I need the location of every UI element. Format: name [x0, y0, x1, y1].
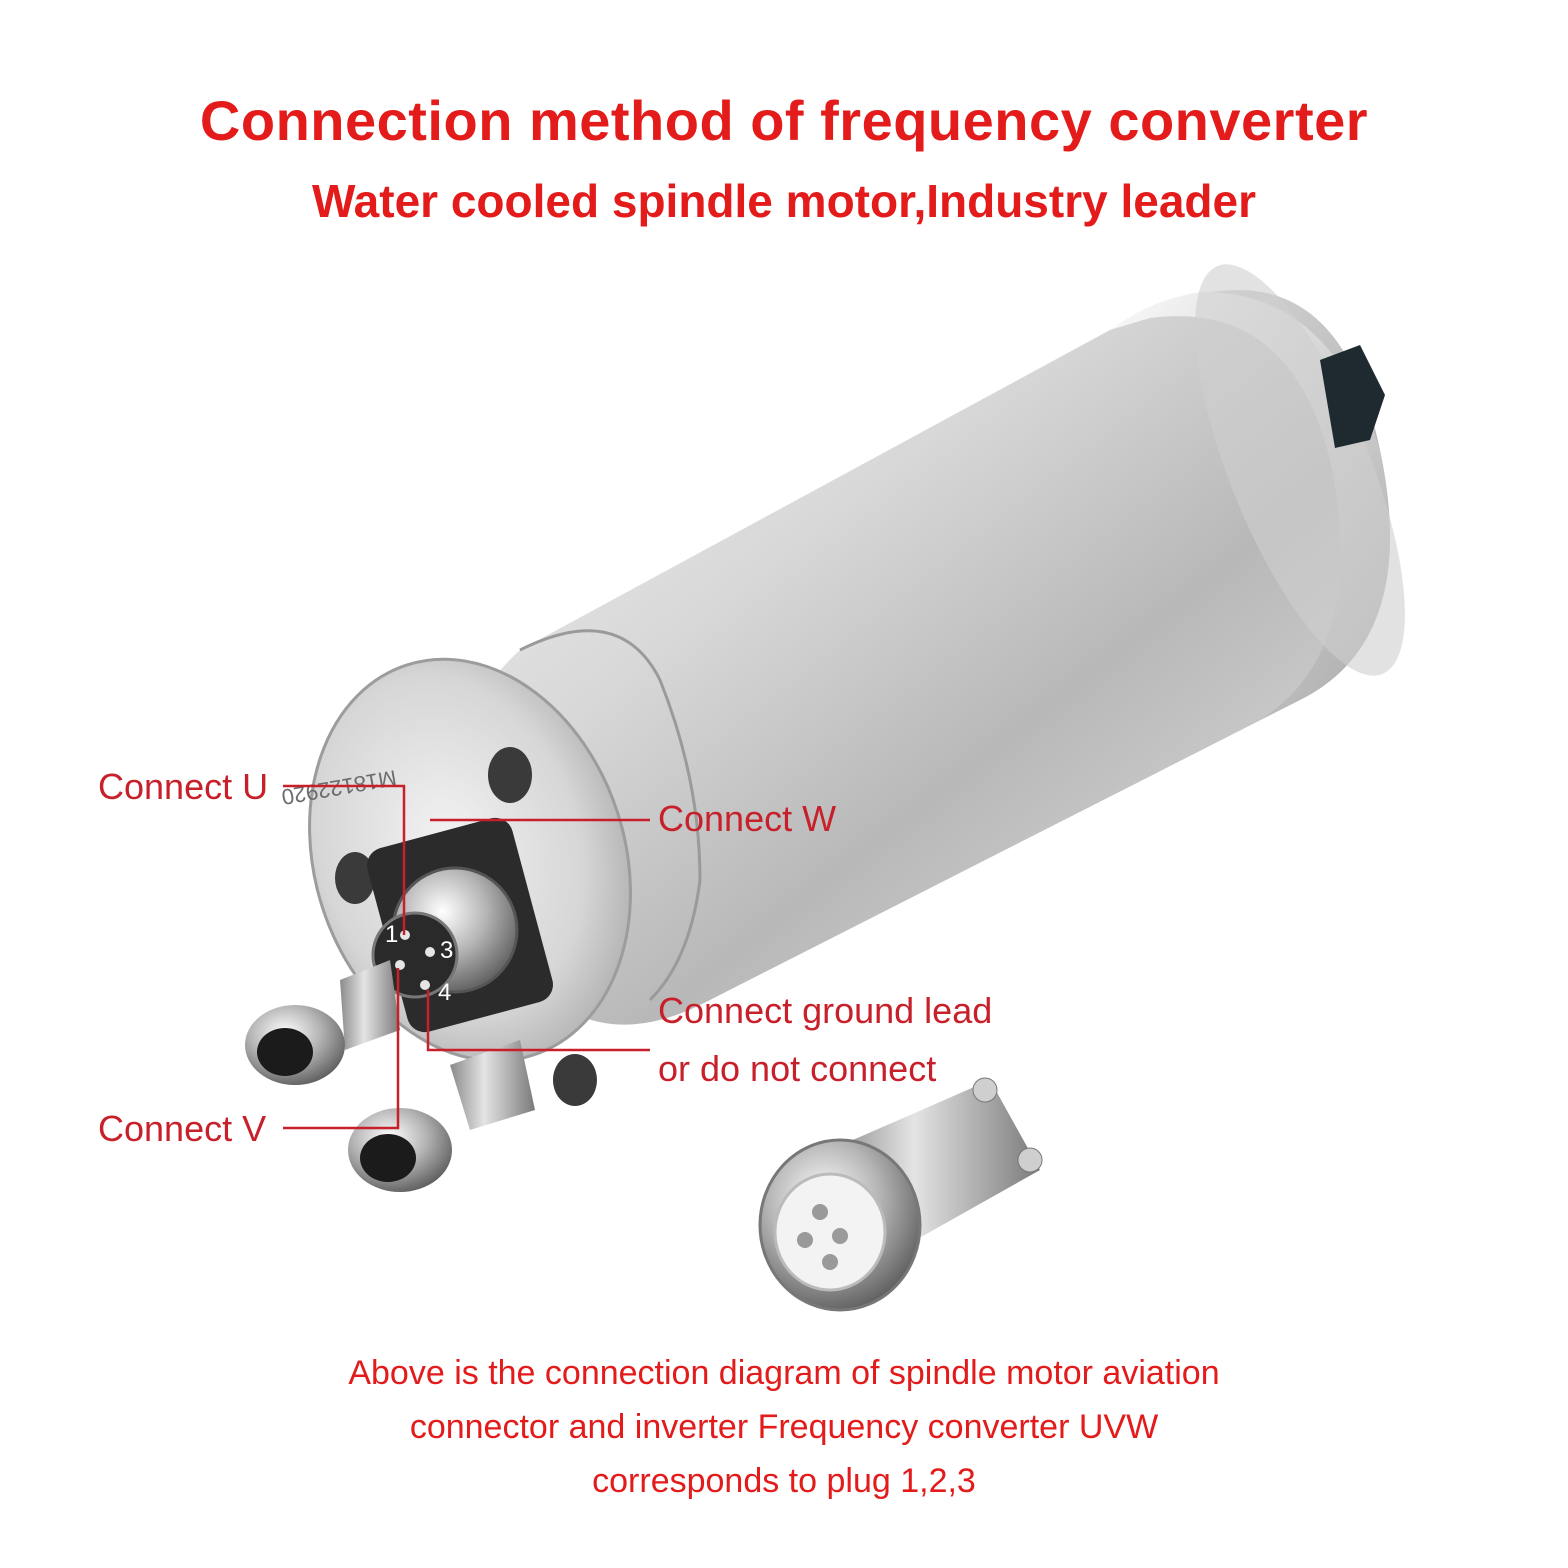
label-connect-v: Connect V: [98, 1108, 267, 1149]
page-title: Connection method of frequency converter: [199, 89, 1369, 152]
pin-3: [425, 947, 435, 957]
pin-4: [420, 980, 430, 990]
mounting-hole: [553, 1054, 597, 1106]
label-connect-ground-1: Connect ground lead: [658, 990, 993, 1031]
caption-line-2: connector and inverter Frequency convert…: [409, 1408, 1159, 1446]
page-subtitle: Water cooled spindle motor,Industry lead…: [311, 175, 1257, 227]
water-fitting-lower: [348, 1040, 535, 1192]
water-fitting-upper: [245, 960, 400, 1085]
label-connect-u: Connect U: [98, 766, 269, 807]
caption: Above is the connection diagram of spind…: [0, 1346, 1568, 1508]
leader-lines: [283, 784, 650, 1130]
pin-3-label: 3: [440, 937, 453, 964]
aviation-plug: [758, 1077, 1043, 1312]
mounting-hole: [335, 852, 375, 904]
label-connect-w: Connect W: [658, 798, 837, 839]
pin-1-label: 1: [385, 921, 398, 948]
leader-ground: [426, 990, 650, 1052]
leader-v: [283, 968, 400, 1130]
pin-4-label: 4: [438, 979, 451, 1006]
mounting-hole: [488, 747, 532, 803]
leader-u: [283, 784, 406, 935]
motor-body: [457, 264, 1405, 1025]
caption-line-3: corresponds to plug 1,2,3: [592, 1462, 976, 1500]
caption-line-1: Above is the connection diagram of spind…: [348, 1354, 1220, 1392]
pin-2: [395, 960, 405, 970]
label-connect-ground-2: or do not connect: [658, 1048, 937, 1089]
